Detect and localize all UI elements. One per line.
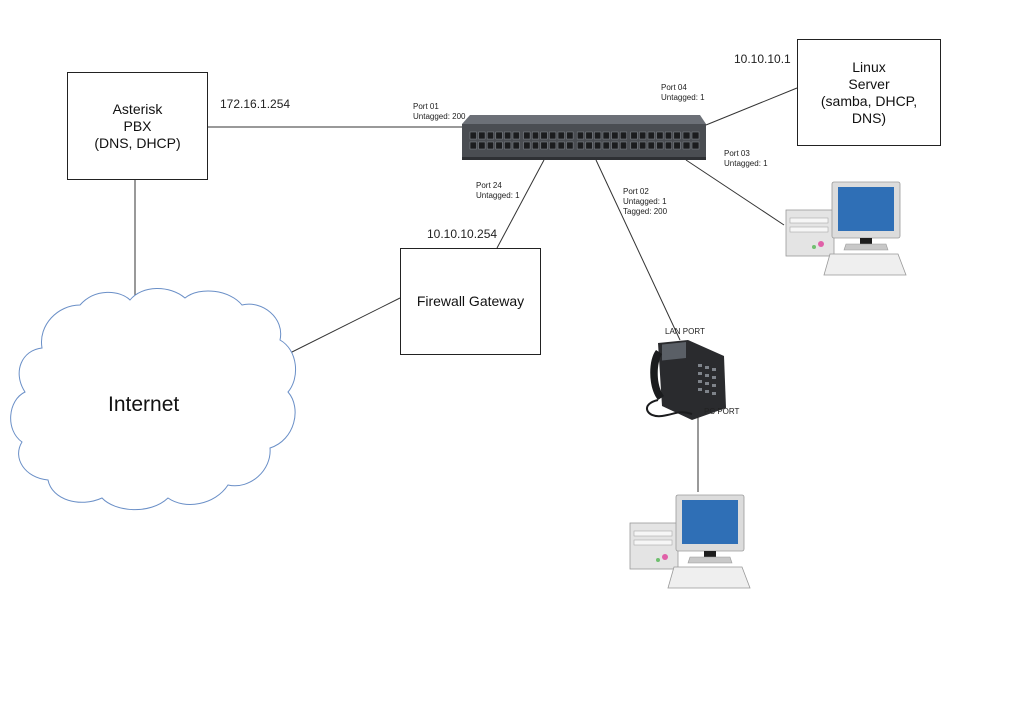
asterisk-line-3: (DNS, DHCP) bbox=[94, 134, 181, 151]
linux-line-4: DNS) bbox=[851, 109, 887, 126]
port02-tagged: Tagged: 200 bbox=[623, 207, 668, 216]
switch-port bbox=[585, 131, 593, 140]
desktop-computer-icon-phone bbox=[629, 494, 751, 589]
desktop-computer-icon-port03 bbox=[785, 181, 907, 276]
switch-port bbox=[611, 141, 619, 150]
lan-port-label: LAN PORT bbox=[665, 327, 705, 336]
port24-name: Port 24 bbox=[476, 181, 502, 190]
switch-port bbox=[478, 141, 486, 150]
switch-port bbox=[673, 141, 681, 150]
switch-port bbox=[531, 141, 539, 150]
port03-vlan: Untagged: 1 bbox=[724, 159, 768, 168]
switch-port bbox=[469, 141, 477, 150]
switch-uplink-port bbox=[682, 131, 691, 140]
asterisk-pbx-text: Asterisk PBX (DNS, DHCP) bbox=[94, 101, 180, 152]
switch-uplink-port bbox=[691, 131, 700, 140]
switch-port bbox=[512, 131, 520, 140]
wire-switch-pc1 bbox=[685, 159, 785, 226]
switch-port bbox=[630, 141, 638, 150]
asterisk-line-1: Asterisk bbox=[112, 100, 163, 117]
switch-port bbox=[486, 131, 494, 140]
switch-port bbox=[673, 131, 681, 140]
wire-firewall-internet bbox=[285, 297, 401, 356]
linux-server-text: Linux Server (samba, DHCP, DNS) bbox=[821, 59, 917, 127]
switch-port bbox=[531, 131, 539, 140]
internet-cloud bbox=[10, 288, 297, 511]
switch-port bbox=[639, 141, 647, 150]
internet-label: Internet bbox=[108, 393, 180, 416]
switch-port bbox=[504, 131, 512, 140]
switch-port bbox=[619, 141, 627, 150]
switch-port bbox=[594, 131, 602, 140]
switch-port bbox=[523, 141, 531, 150]
switch-port bbox=[630, 131, 638, 140]
switch-port bbox=[602, 131, 610, 140]
switch-port bbox=[647, 141, 655, 150]
switch-port bbox=[469, 131, 477, 140]
port03-name: Port 03 bbox=[724, 149, 750, 158]
asterisk-line-2: PBX bbox=[123, 117, 152, 134]
switch-port bbox=[495, 141, 503, 150]
port04-name: Port 04 bbox=[661, 83, 687, 92]
switch-port bbox=[504, 141, 512, 150]
port24-label: Port 24 Untagged: 1 bbox=[476, 181, 520, 201]
linux-line-1: Linux bbox=[852, 58, 886, 75]
switch-port bbox=[478, 131, 486, 140]
switch-port bbox=[602, 141, 610, 150]
network-switch-icon bbox=[462, 115, 706, 160]
switch-port bbox=[585, 141, 593, 150]
port02-label: Port 02 Untagged: 1 Tagged: 200 bbox=[623, 187, 667, 217]
wire-switch-linux bbox=[705, 87, 798, 126]
ip-linux: 10.10.10.1 bbox=[734, 52, 791, 66]
firewall-gateway-label: Firewall Gateway bbox=[416, 293, 525, 309]
linux-line-2: Server bbox=[848, 75, 890, 92]
ip-asterisk: 172.16.1.254 bbox=[220, 97, 291, 111]
switch-port bbox=[611, 131, 619, 140]
switch-uplink-port bbox=[682, 141, 691, 150]
port02-untagged: Untagged: 1 bbox=[623, 197, 667, 206]
switch-port bbox=[540, 141, 548, 150]
switch-port bbox=[639, 131, 647, 140]
ip-firewall: 10.10.10.254 bbox=[427, 227, 498, 241]
switch-uplink-port bbox=[691, 141, 700, 150]
switch-port bbox=[664, 131, 672, 140]
port03-label: Port 03 Untagged: 1 bbox=[724, 149, 768, 169]
pc-port-label: PC PORT bbox=[704, 407, 740, 416]
switch-port bbox=[486, 141, 494, 150]
switch-port bbox=[566, 141, 574, 150]
switch-port bbox=[523, 131, 531, 140]
firewall-gateway-node: Firewall Gateway bbox=[400, 248, 541, 355]
port01-label: Port 01 Untagged: 200 bbox=[413, 102, 466, 122]
switch-port bbox=[566, 131, 574, 140]
switch-port bbox=[495, 131, 503, 140]
wire-switch-firewall bbox=[496, 159, 545, 249]
switch-port bbox=[549, 131, 557, 140]
switch-port bbox=[664, 141, 672, 150]
switch-port bbox=[656, 141, 664, 150]
switch-port bbox=[619, 131, 627, 140]
switch-port bbox=[557, 131, 565, 140]
switch-port bbox=[594, 141, 602, 150]
port01-vlan: Untagged: 200 bbox=[413, 112, 466, 121]
wire-switch-phone bbox=[595, 159, 681, 341]
switch-port bbox=[512, 141, 520, 150]
port01-name: Port 01 bbox=[413, 102, 439, 111]
switch-port bbox=[576, 141, 584, 150]
port02-name: Port 02 bbox=[623, 187, 649, 196]
ip-phone-icon bbox=[646, 340, 726, 420]
switch-port bbox=[647, 131, 655, 140]
switch-port bbox=[557, 141, 565, 150]
port04-label: Port 04 Untagged: 1 bbox=[661, 83, 705, 103]
linux-server-node: Linux Server (samba, DHCP, DNS) bbox=[797, 39, 941, 146]
linux-line-3: (samba, DHCP, bbox=[820, 92, 918, 109]
port24-vlan: Untagged: 1 bbox=[476, 191, 520, 200]
port04-vlan: Untagged: 1 bbox=[661, 93, 705, 102]
switch-port bbox=[656, 131, 664, 140]
switch-port bbox=[540, 131, 548, 140]
switch-port bbox=[549, 141, 557, 150]
asterisk-pbx-node: Asterisk PBX (DNS, DHCP) bbox=[67, 72, 208, 180]
switch-port bbox=[576, 131, 584, 140]
